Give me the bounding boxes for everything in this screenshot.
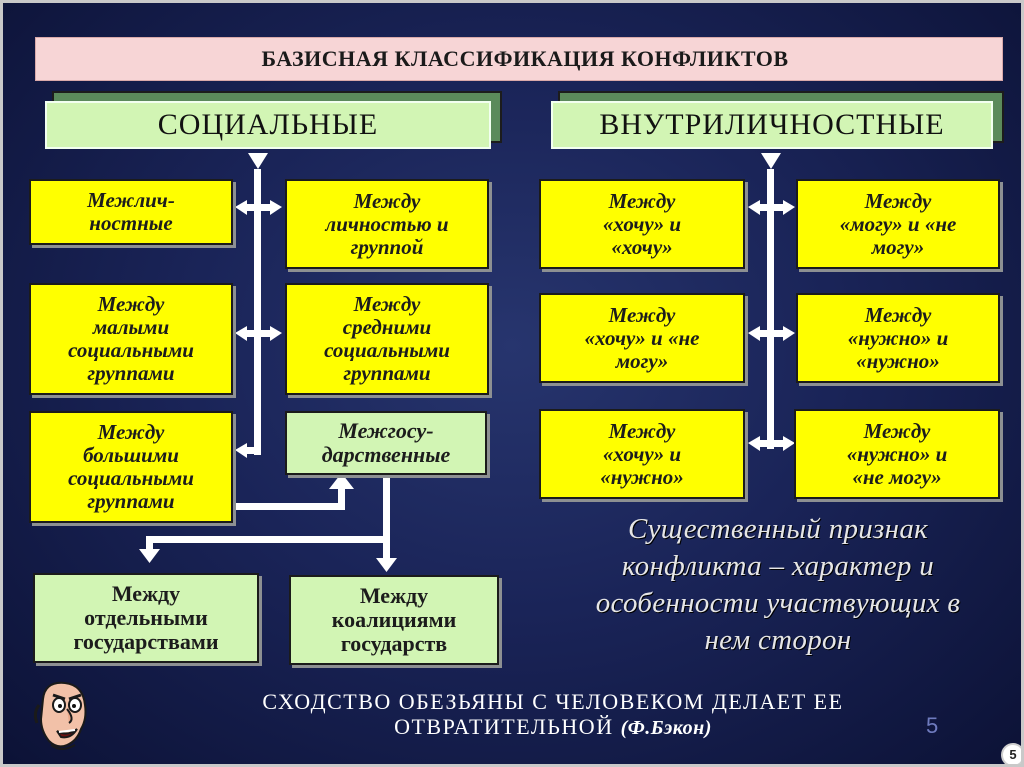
social-trunk-line <box>254 169 261 455</box>
page-number: 5 <box>926 713 939 738</box>
box-want-cannot: Между «хочу» и «не могу» <box>539 293 745 383</box>
box-person-group: Между личностью и группой <box>285 179 489 269</box>
quote-author: (Ф.Бэкон) <box>620 717 712 739</box>
page-title: БАЗИСНАЯ КЛАССИФИКАЦИЯ КОНФЛИКТОВ <box>35 37 1003 81</box>
cartoon-face-icon <box>33 681 87 750</box>
box-want-want: Между «хочу» и «хочу» <box>539 179 745 269</box>
box-want-need: Между «хочу» и «нужно» <box>539 409 745 499</box>
connector-lines <box>139 153 795 572</box>
down-triangle-social <box>248 153 268 169</box>
quote: СХОДСТВО ОБЕЗЬЯНЫ С ЧЕЛОВЕКОМ ДЕЛАЕТ ЕЕ … <box>203 689 903 741</box>
box-interpersonal: Межлич- ностные <box>29 179 233 245</box>
box-need-need: Между «нужно» и «нужно» <box>796 293 1000 383</box>
key-feature-note: Существенный признак конфликта – характе… <box>595 513 961 656</box>
box-medium-groups: Между средними социальными группами <box>285 283 489 395</box>
box-large-groups: Между большими социальными группами <box>29 411 233 523</box>
quote-line-1: СХОДСТВО ОБЕЗЬЯНЫ С ЧЕЛОВЕКОМ ДЕЛАЕТ ЕЕ <box>262 689 844 714</box>
quote-line-2: ОТВРАТИТЕЛЬНОЙ <box>394 714 621 739</box>
quote-line-2-wrapper: ОТВРАТИТЕЛЬНОЙ (Ф.Бэкон) <box>203 714 903 741</box>
category-social: СОЦИАЛЬНЫЕ <box>45 101 491 149</box>
intrapersonal-trunk-line <box>767 169 774 449</box>
category-intrapersonal: ВНУТРИЛИЧНОСТНЫЕ <box>551 101 993 149</box>
box-interstate: Межгосу- дарственные <box>285 411 487 475</box>
box-small-groups: Между малыми социальными группами <box>29 283 233 395</box>
down-triangle-intrapersonal <box>761 153 781 169</box>
slide-number-badge: 5 <box>1001 743 1021 764</box>
box-between-coalitions: Между коалициями государств <box>289 575 499 665</box>
box-need-cannot: Между «нужно» и «не могу» <box>794 409 1000 499</box>
box-between-states: Между отдельными государствами <box>33 573 259 663</box>
box-can-cannot: Между «могу» и «не могу» <box>796 179 1000 269</box>
